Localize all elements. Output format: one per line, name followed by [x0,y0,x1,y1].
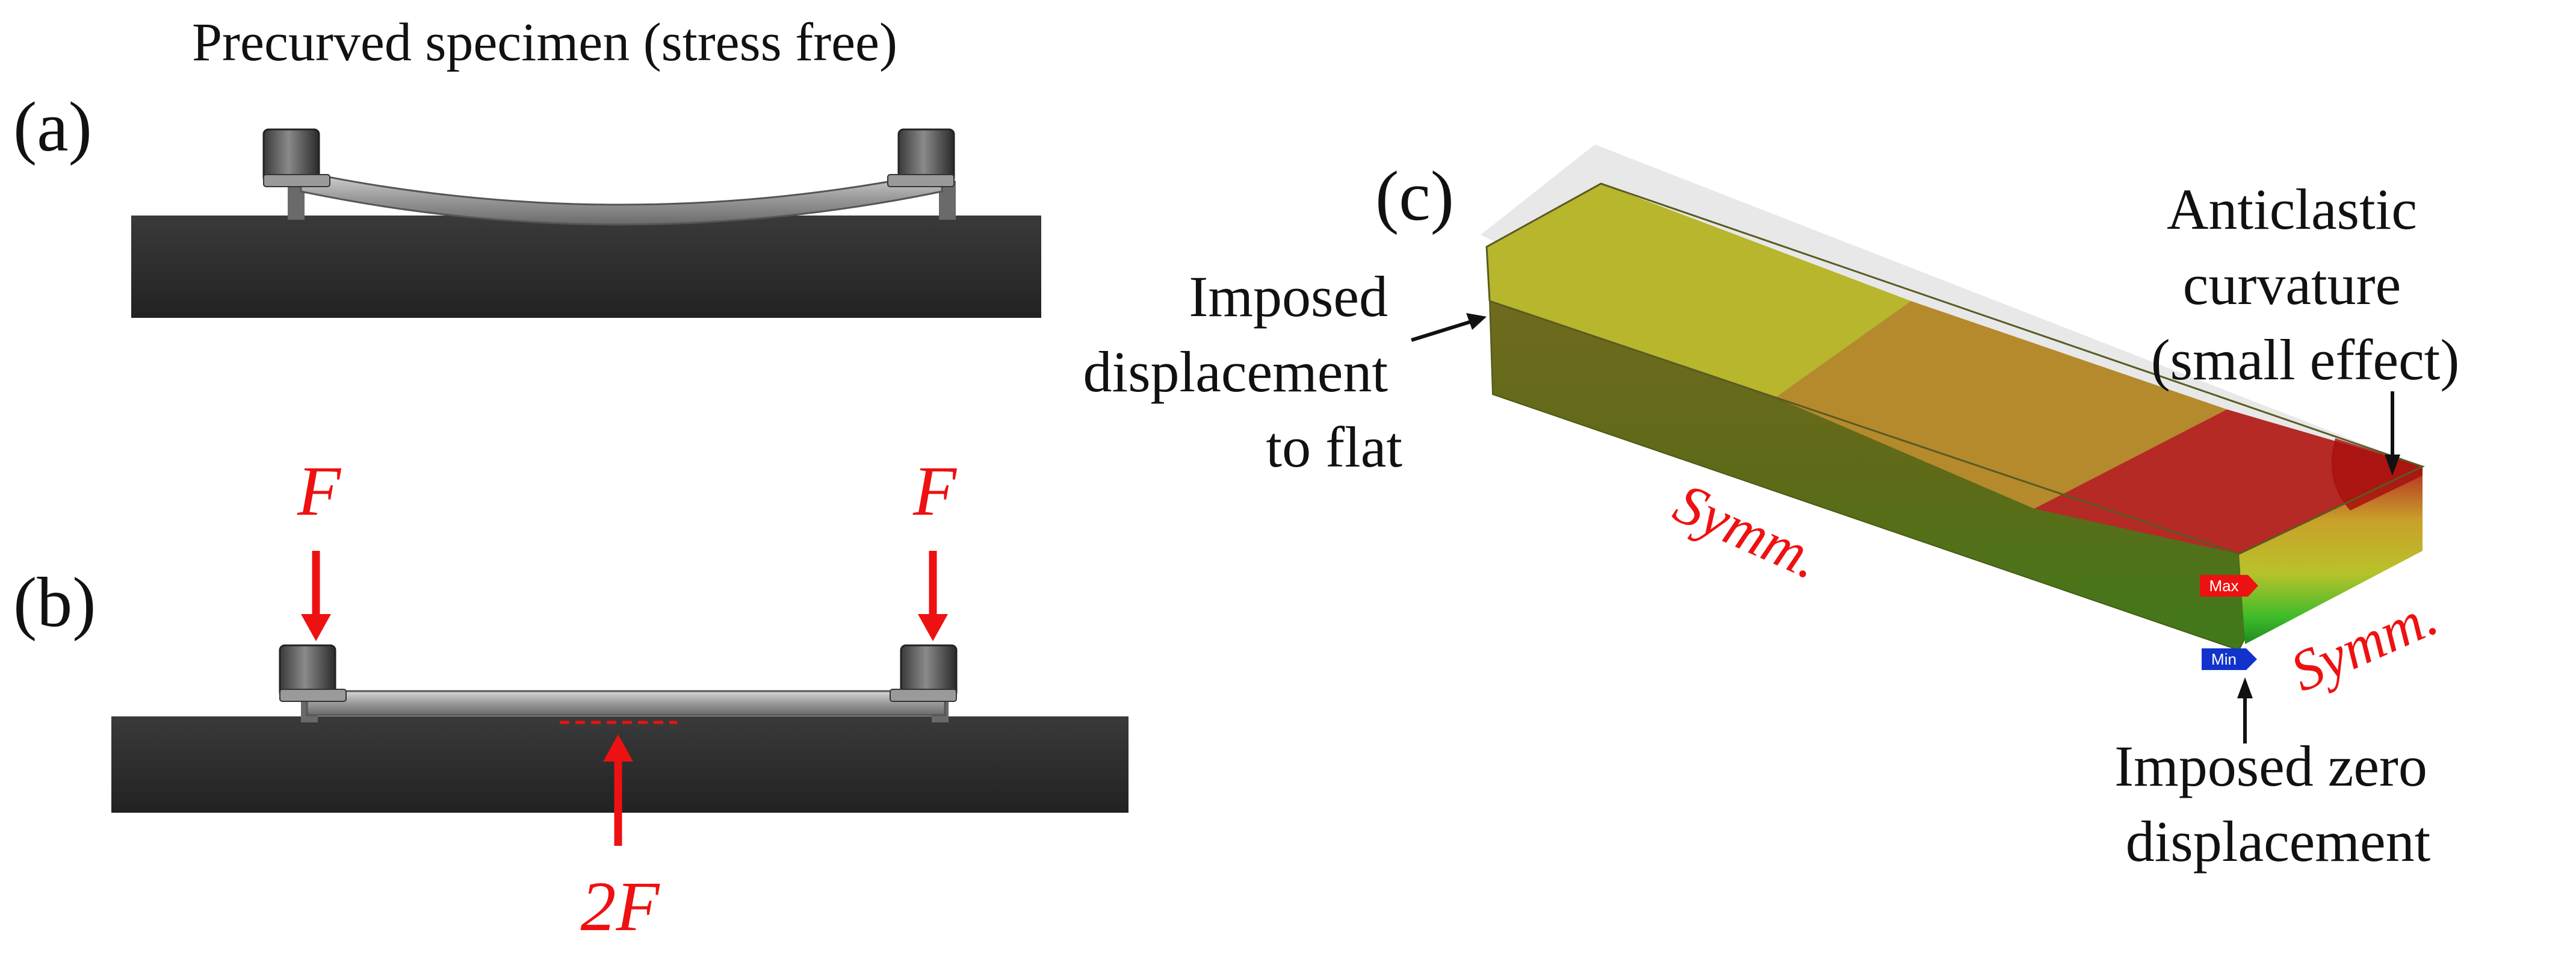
fixture-base-a [131,216,1041,318]
anticlastic-arrow [2385,391,2400,476]
imposed-zero-arrow [2237,677,2253,743]
bolt-right-a [887,128,955,187]
panel-a-letter: (a) [13,87,92,166]
panel-c: (c) Max Min Imposed displacement [1083,144,2460,874]
contour-orange [1776,301,2227,509]
beam-edges [1485,182,2425,555]
imposed-displacement-label: Imposed displacement to flat [1083,264,1403,479]
panel-b: (b) F F 2F [13,452,1129,946]
contour-dark-red-spot [2331,438,2423,511]
force-label-left: F [297,452,342,530]
bolt-left-a [262,128,330,187]
min-tag: Min [2211,650,2237,668]
contour-yellow [1487,184,1911,397]
panel-b-letter: (b) [13,563,96,642]
bolt-right-b [890,644,958,702]
force-arrow-center [603,734,633,846]
panel-a: Precurved specimen (stress free) (a) [13,13,1041,318]
bolt-left-b [279,644,347,702]
force-label-center: 2F [580,867,660,946]
force-arrow-left [301,551,331,641]
imposed-zero-label: Imposed zero displacement [2114,734,2442,874]
panel-a-title: Precurved specimen (stress free) [192,13,897,72]
panel-c-letter: (c) [1375,157,1454,235]
precurved-specimen [300,170,943,226]
force-label-right: F [912,452,958,530]
beam-end-face [2239,467,2423,644]
flat-specimen [306,690,946,716]
imposed-displacement-arrow [1411,313,1487,342]
anticlastic-label: Anticlastic curvature (small effect) [2151,177,2460,392]
force-arrow-right [918,551,948,641]
max-marker: Max [2200,575,2258,597]
min-marker: Min [2202,648,2257,670]
max-tag: Max [2209,577,2238,595]
